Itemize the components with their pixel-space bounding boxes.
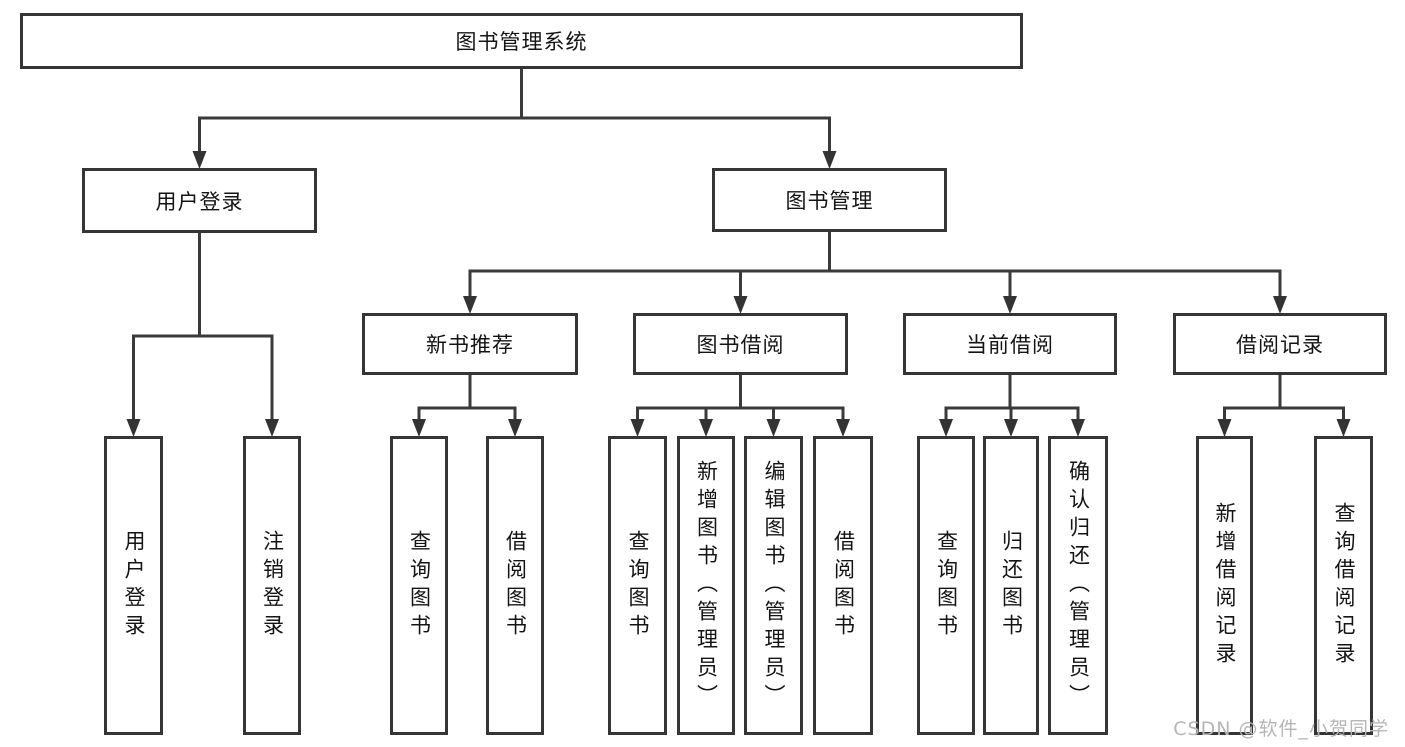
arrowhead-icon xyxy=(1071,419,1085,437)
connector-current-to-leaves xyxy=(944,375,1080,421)
arrowhead-icon xyxy=(939,419,953,437)
node-label: 借阅图书 xyxy=(831,529,856,642)
arrowhead-icon xyxy=(1336,419,1351,437)
arrowhead-icon xyxy=(630,419,645,437)
arrowhead-icon xyxy=(1004,419,1018,437)
arrowhead-icon xyxy=(126,419,141,437)
connector-root-to-branches xyxy=(198,69,831,152)
node-label: 图书借阅 xyxy=(696,333,785,357)
node-label: 借阅记录 xyxy=(1236,333,1324,357)
leaf-add-books-admin: 新增图书（管理员） xyxy=(677,436,735,735)
arrowhead-icon xyxy=(1217,419,1232,437)
arrowhead-icon xyxy=(699,419,713,437)
node-borrowing-records: 借阅记录 xyxy=(1173,313,1387,375)
node-root-system: 图书管理系统 xyxy=(20,13,1023,69)
arrowhead-icon xyxy=(412,419,426,437)
node-label: 查询图书 xyxy=(626,529,650,642)
node-label: 图书管理系统 xyxy=(455,30,588,54)
connector-bookmgmt-to-level3 xyxy=(468,232,1282,297)
arrowhead-icon xyxy=(822,151,837,169)
node-label: 查询借阅记录 xyxy=(1332,501,1356,670)
leaf-return-books: 归还图书 xyxy=(983,436,1039,735)
node-user-login-branch: 用户登录 xyxy=(82,168,317,233)
node-label: 图书管理 xyxy=(785,189,874,213)
connector-records-to-leaves xyxy=(1223,375,1345,421)
node-label: 新书推荐 xyxy=(426,333,514,357)
arrowhead-icon xyxy=(192,151,207,169)
leaf-logout: 注销登录 xyxy=(243,436,301,735)
node-label: 用户登录 xyxy=(122,529,146,642)
node-label: 注销登录 xyxy=(260,529,285,642)
node-label: 新增借阅记录 xyxy=(1213,501,1237,670)
node-label: 当前借阅 xyxy=(966,333,1054,357)
leaf-add-borrow-record: 新增借阅记录 xyxy=(1196,436,1253,735)
arrowhead-icon xyxy=(265,419,279,437)
node-label: 归还图书 xyxy=(999,529,1024,642)
node-label: 查询图书 xyxy=(934,529,959,642)
node-label: 用户登录 xyxy=(155,189,244,214)
csdn-watermark: CSDN @软件_小贺同学 xyxy=(1173,718,1389,740)
leaf-query-books-2: 查询图书 xyxy=(608,436,667,735)
arrowheads xyxy=(126,151,1351,437)
connector-userlogin-to-leaves xyxy=(132,233,274,420)
arrowhead-icon xyxy=(463,296,477,314)
leaf-query-books-1: 查询图书 xyxy=(390,436,448,735)
node-label: 编辑图书（管理员） xyxy=(762,459,786,712)
node-label: 查询图书 xyxy=(407,529,432,642)
leaf-edit-books-admin: 编辑图书（管理员） xyxy=(744,436,803,735)
node-label: 借阅图书 xyxy=(503,529,528,642)
leaf-user-login: 用户登录 xyxy=(104,436,163,735)
connector-borrow-to-leaves xyxy=(636,375,845,421)
leaf-query-books-3: 查询图书 xyxy=(917,436,975,735)
arrowhead-icon xyxy=(836,419,850,437)
connector-newbooks-to-leaves xyxy=(417,375,517,421)
arrowhead-icon xyxy=(1003,296,1017,314)
arrowhead-icon xyxy=(766,419,781,437)
node-current-borrowing: 当前借阅 xyxy=(903,313,1117,375)
arrowhead-icon xyxy=(733,296,748,314)
node-book-management-branch: 图书管理 xyxy=(712,168,947,232)
arrowhead-icon xyxy=(508,419,522,437)
arrowhead-icon xyxy=(1273,296,1287,314)
leaf-borrow-books-2: 借阅图书 xyxy=(813,436,873,735)
node-new-book-recommend: 新书推荐 xyxy=(362,313,578,375)
connector-lines xyxy=(132,69,1345,421)
node-label: 确认归还（管理员） xyxy=(1066,459,1091,712)
leaf-query-borrow-record: 查询借阅记录 xyxy=(1314,436,1373,735)
leaf-borrow-books-1: 借阅图书 xyxy=(486,436,544,735)
leaf-confirm-return-admin: 确认归还（管理员） xyxy=(1048,436,1108,735)
node-book-borrowing: 图书借阅 xyxy=(633,313,848,375)
node-label: 新增图书（管理员） xyxy=(694,459,719,712)
